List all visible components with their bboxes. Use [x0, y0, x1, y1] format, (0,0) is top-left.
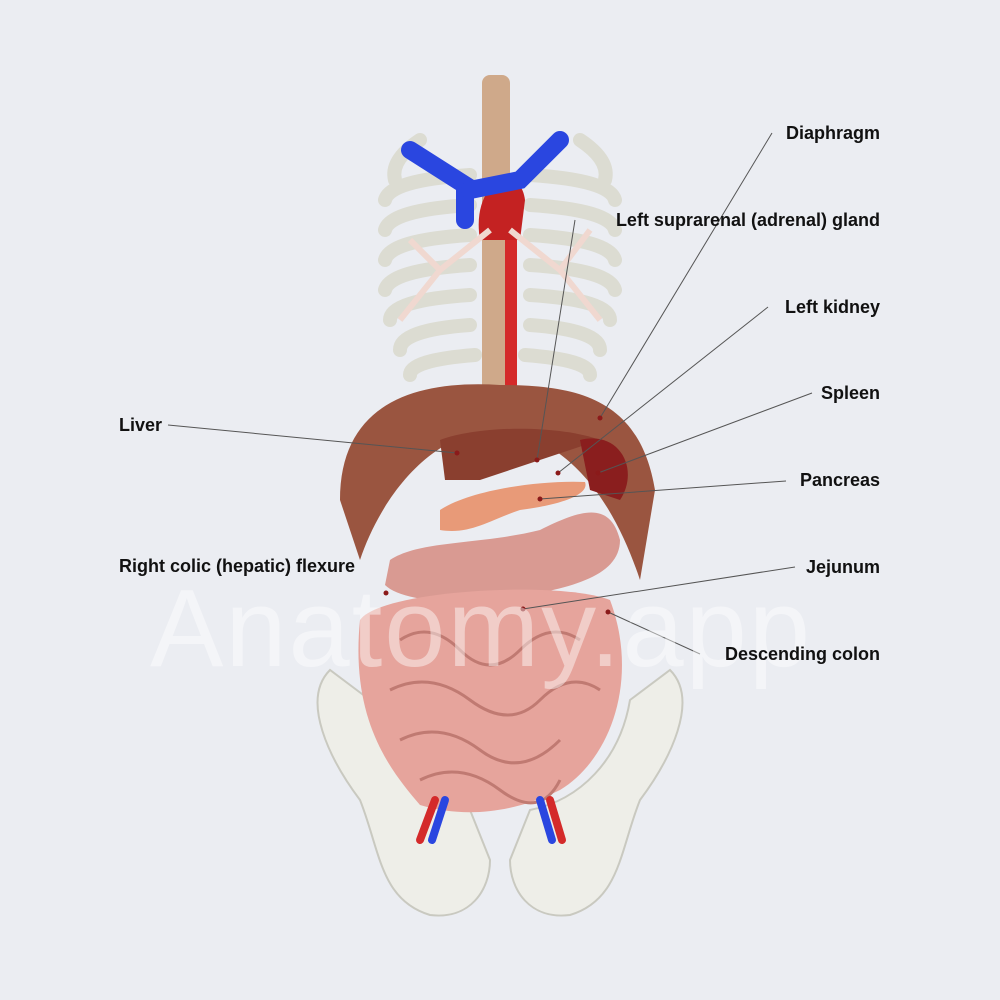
- label-diaphragm: Diaphragm: [785, 123, 880, 143]
- label-liver: Liver: [119, 415, 163, 435]
- label-left-suprarenal-gland: Left suprarenal (adrenal) gland: [615, 210, 880, 230]
- label-right-colic-flexure: Right colic (hepatic) flexure: [119, 556, 356, 576]
- diaphragm-dome: [340, 384, 655, 580]
- label-spleen: Spleen: [820, 383, 880, 403]
- intestine-loops: [389, 630, 601, 805]
- spleen-shape: [580, 438, 628, 500]
- leader-lines: [167, 132, 813, 655]
- label-dots: [383, 415, 611, 615]
- pelvis: [316, 668, 684, 917]
- bronchi: [397, 227, 603, 322]
- rib-cage: [378, 133, 622, 382]
- aorta: [505, 200, 517, 400]
- transverse-colon: [385, 512, 620, 602]
- label-jejunum: Jejunum: [805, 557, 880, 577]
- watermark: Anatomy.app: [150, 567, 813, 690]
- label-descending-colon: Descending colon: [724, 644, 880, 664]
- label-pancreas: Pancreas: [799, 470, 880, 490]
- veins: [401, 131, 569, 229]
- small-intestine: [358, 589, 622, 813]
- pancreas-shape: [440, 481, 586, 531]
- label-left-kidney: Left kidney: [784, 297, 880, 317]
- iliac-vessels: [416, 796, 566, 844]
- liver-shape: [440, 428, 600, 480]
